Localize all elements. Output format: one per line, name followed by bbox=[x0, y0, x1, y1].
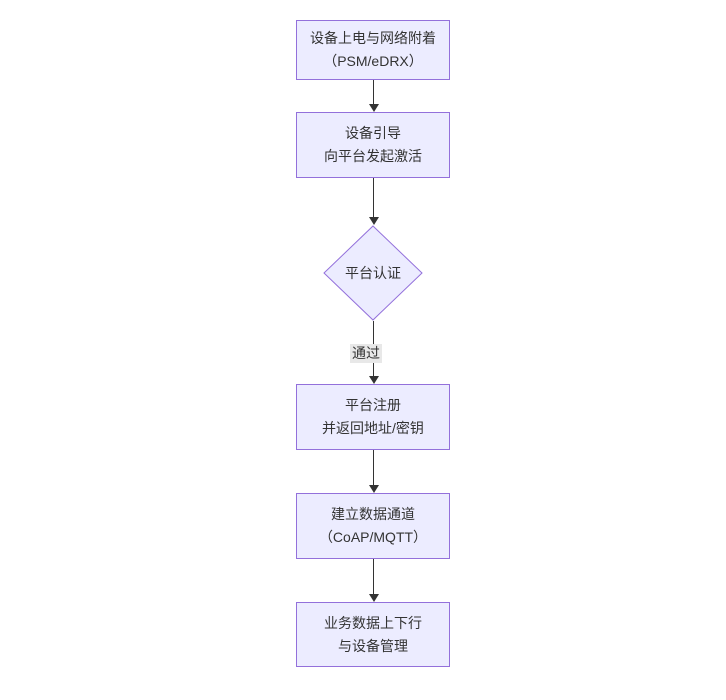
arrowhead-icon bbox=[368, 485, 379, 493]
edge-power-to-bootstrap bbox=[368, 80, 379, 112]
arrowhead-icon bbox=[368, 104, 379, 112]
edge-line bbox=[373, 80, 374, 104]
edge-register-to-channel bbox=[368, 450, 379, 493]
edge-line bbox=[373, 178, 374, 217]
node-data-channel: 建立数据通道 （CoAP/MQTT） bbox=[296, 493, 450, 559]
node-bootstrap-line1: 设备引导 bbox=[345, 125, 401, 141]
edge-channel-to-business bbox=[368, 559, 379, 602]
node-register-line2: 并返回地址/密钥 bbox=[322, 420, 424, 436]
arrowhead-icon bbox=[368, 594, 379, 602]
node-register: 平台注册 并返回地址/密钥 bbox=[296, 384, 450, 450]
node-bootstrap: 设备引导 向平台发起激活 bbox=[296, 112, 450, 178]
node-data-channel-line1: 建立数据通道 bbox=[331, 506, 415, 522]
edge-label-pass: 通过 bbox=[350, 344, 382, 363]
node-power-attach: 设备上电与网络附着 （PSM/eDRX） bbox=[296, 20, 450, 80]
node-bootstrap-line2: 向平台发起激活 bbox=[324, 148, 422, 164]
edge-line bbox=[373, 450, 374, 485]
node-data-channel-line2: （CoAP/MQTT） bbox=[318, 529, 428, 545]
node-business-line1: 业务数据上下行 bbox=[324, 614, 422, 631]
node-power-attach-line1: 设备上电与网络附着 bbox=[310, 30, 436, 46]
arrowhead-icon bbox=[368, 217, 379, 225]
node-business: 业务数据上下行 与设备管理 bbox=[296, 602, 450, 667]
node-platform-auth-label: 平台认证 bbox=[345, 265, 401, 281]
edge-bootstrap-to-auth bbox=[368, 178, 379, 225]
diamond-shape bbox=[323, 225, 423, 321]
arrowhead-icon bbox=[368, 376, 379, 384]
node-register-line1: 平台注册 bbox=[345, 397, 401, 413]
node-power-attach-line2: （PSM/eDRX） bbox=[323, 53, 423, 69]
node-business-line2: 与设备管理 bbox=[338, 637, 408, 654]
edge-line bbox=[373, 559, 374, 594]
node-platform-auth: 平台认证 bbox=[323, 225, 423, 321]
